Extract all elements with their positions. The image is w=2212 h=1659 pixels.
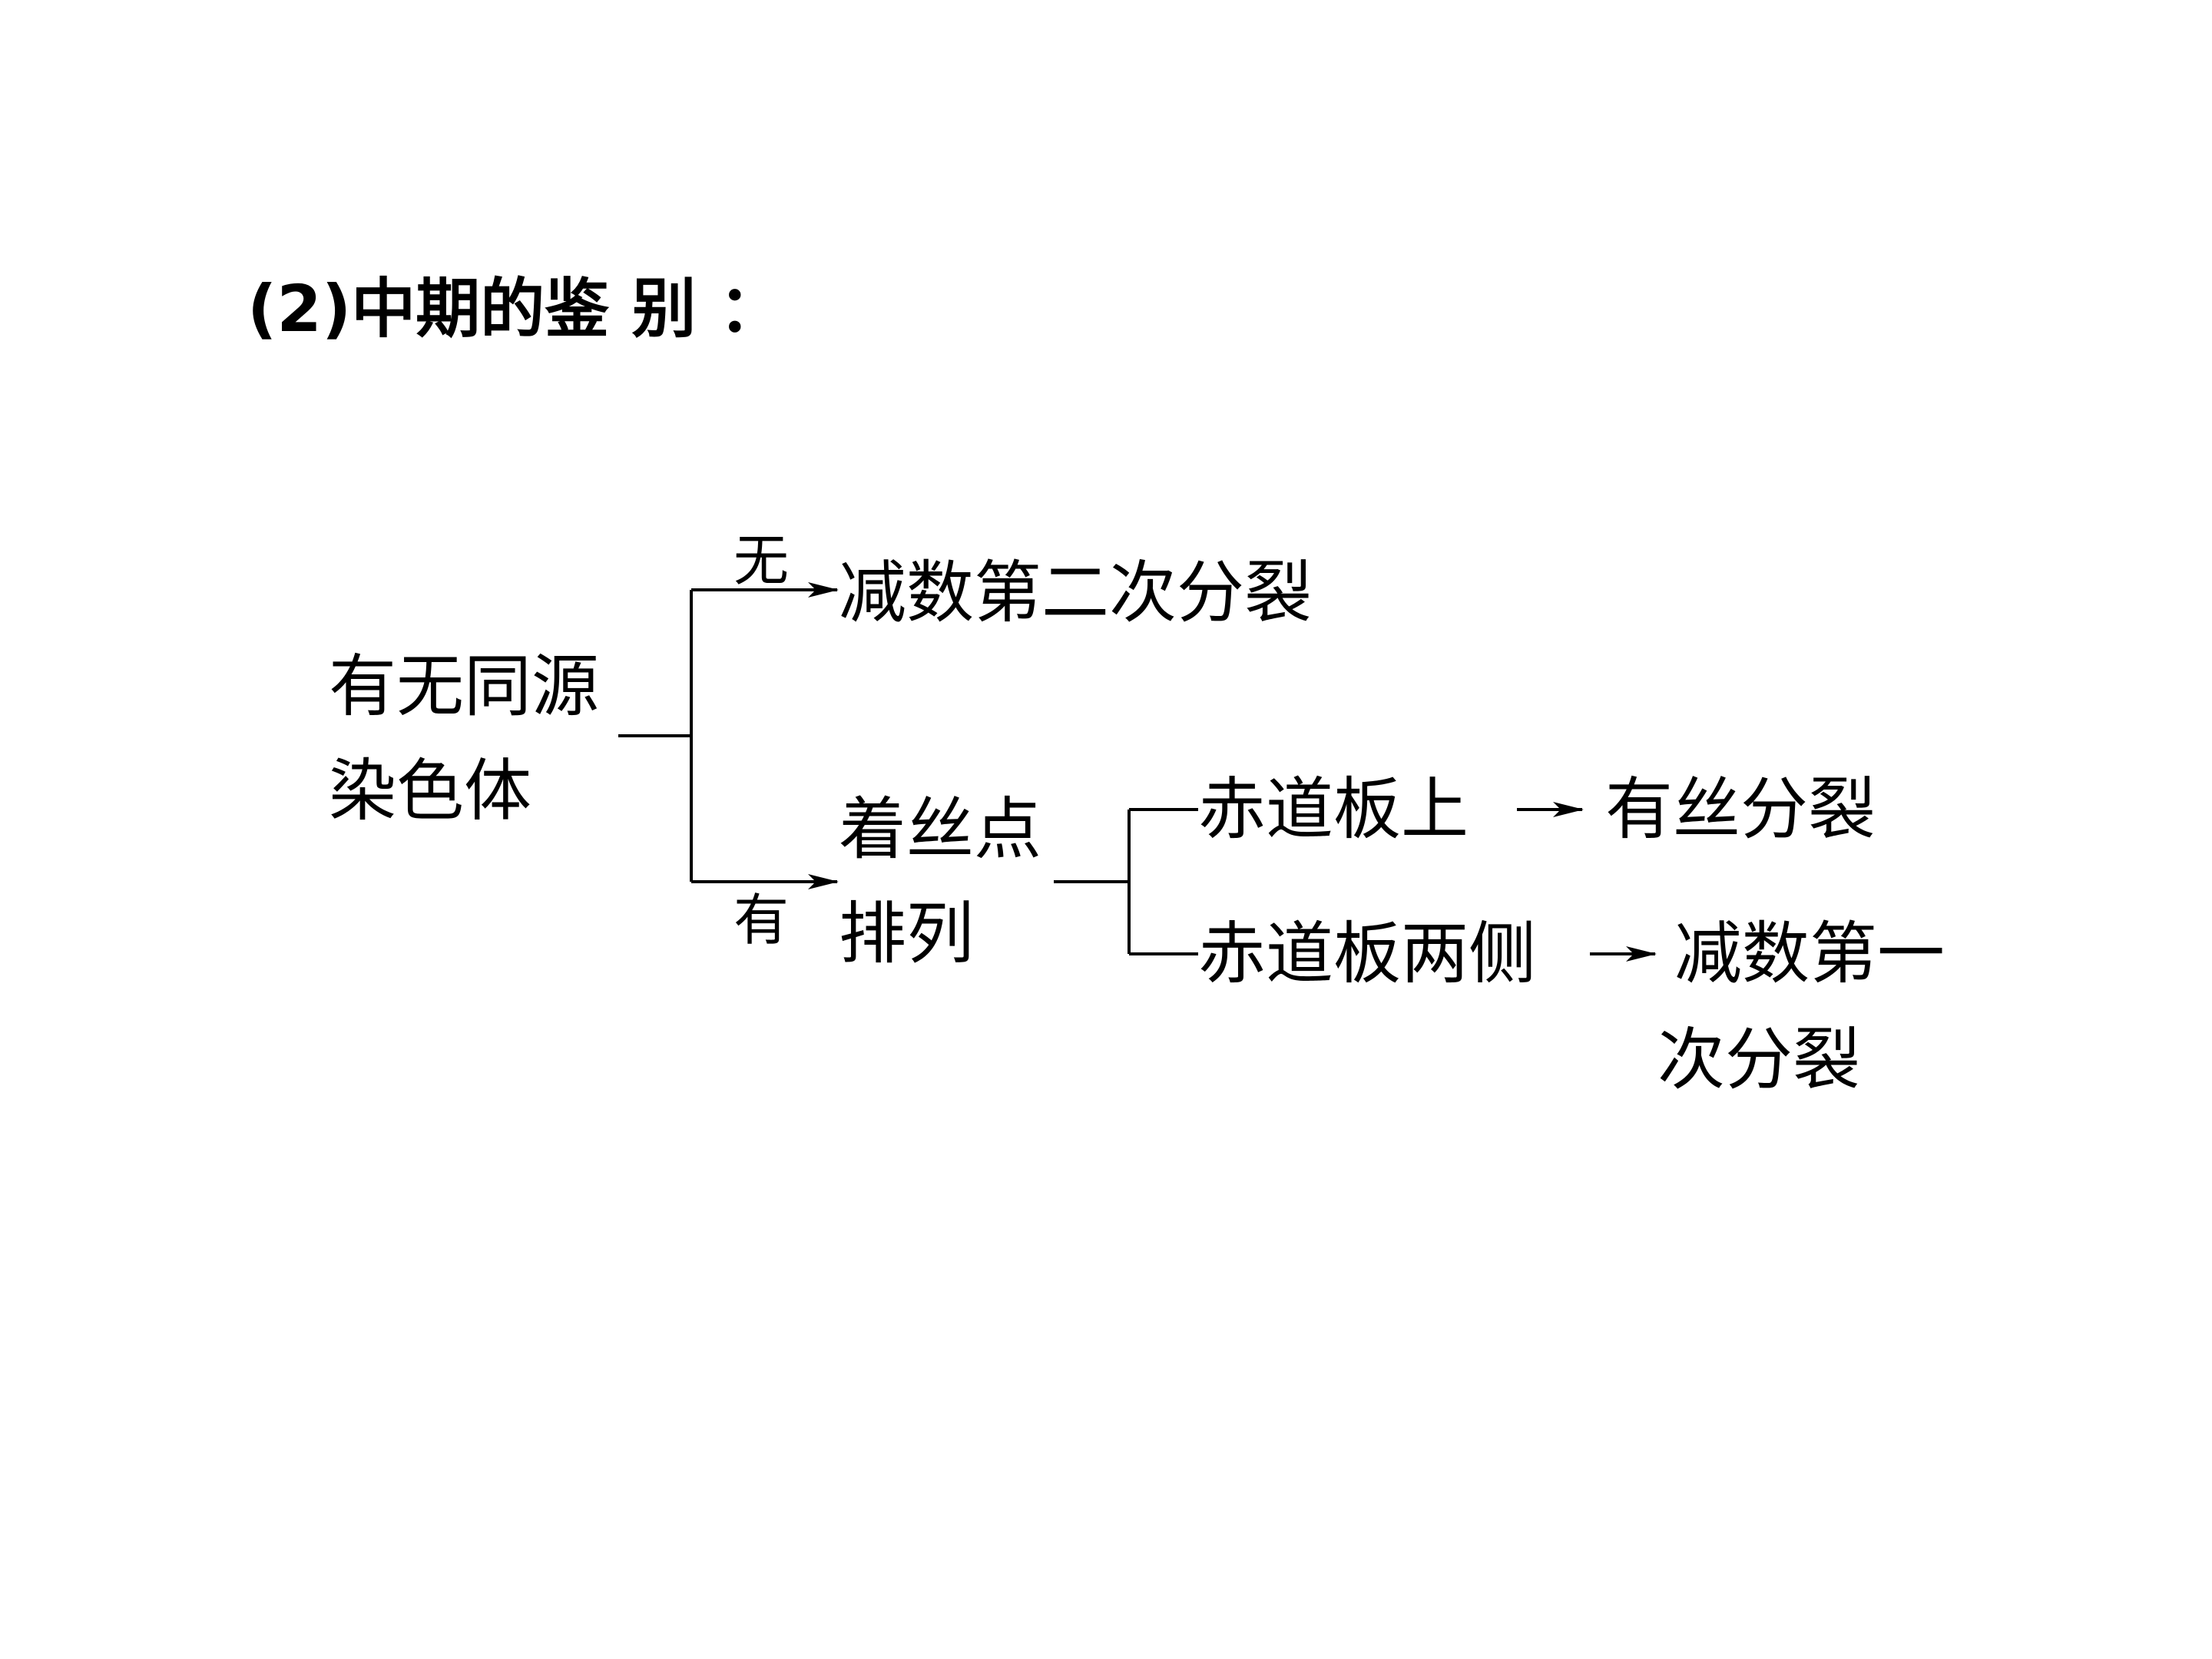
result-mitosis: 有丝分裂 bbox=[1605, 770, 1876, 849]
result-meiosis-two: 减数第二次分裂 bbox=[839, 553, 1313, 632]
result-meiosis-one-line2: 次分裂 bbox=[1657, 1020, 1861, 1099]
condition-none-label: 无 bbox=[733, 528, 790, 593]
condition-equatorial-both-sides: 赤道板两侧 bbox=[1198, 914, 1537, 993]
centromere-node-line1: 着丝点 bbox=[839, 790, 1042, 869]
condition-equatorial-plate: 赤道板上 bbox=[1198, 770, 1469, 849]
section-heading: (2)中期的鉴 别 ： bbox=[247, 271, 783, 346]
condition-has-label: 有 bbox=[733, 888, 790, 952]
result-meiosis-one-line1: 减数第一 bbox=[1674, 914, 1945, 993]
centromere-node-line2: 排列 bbox=[839, 894, 975, 973]
root-node-line2: 染色体 bbox=[329, 751, 532, 830]
root-node-line1: 有无同源 bbox=[329, 647, 600, 726]
